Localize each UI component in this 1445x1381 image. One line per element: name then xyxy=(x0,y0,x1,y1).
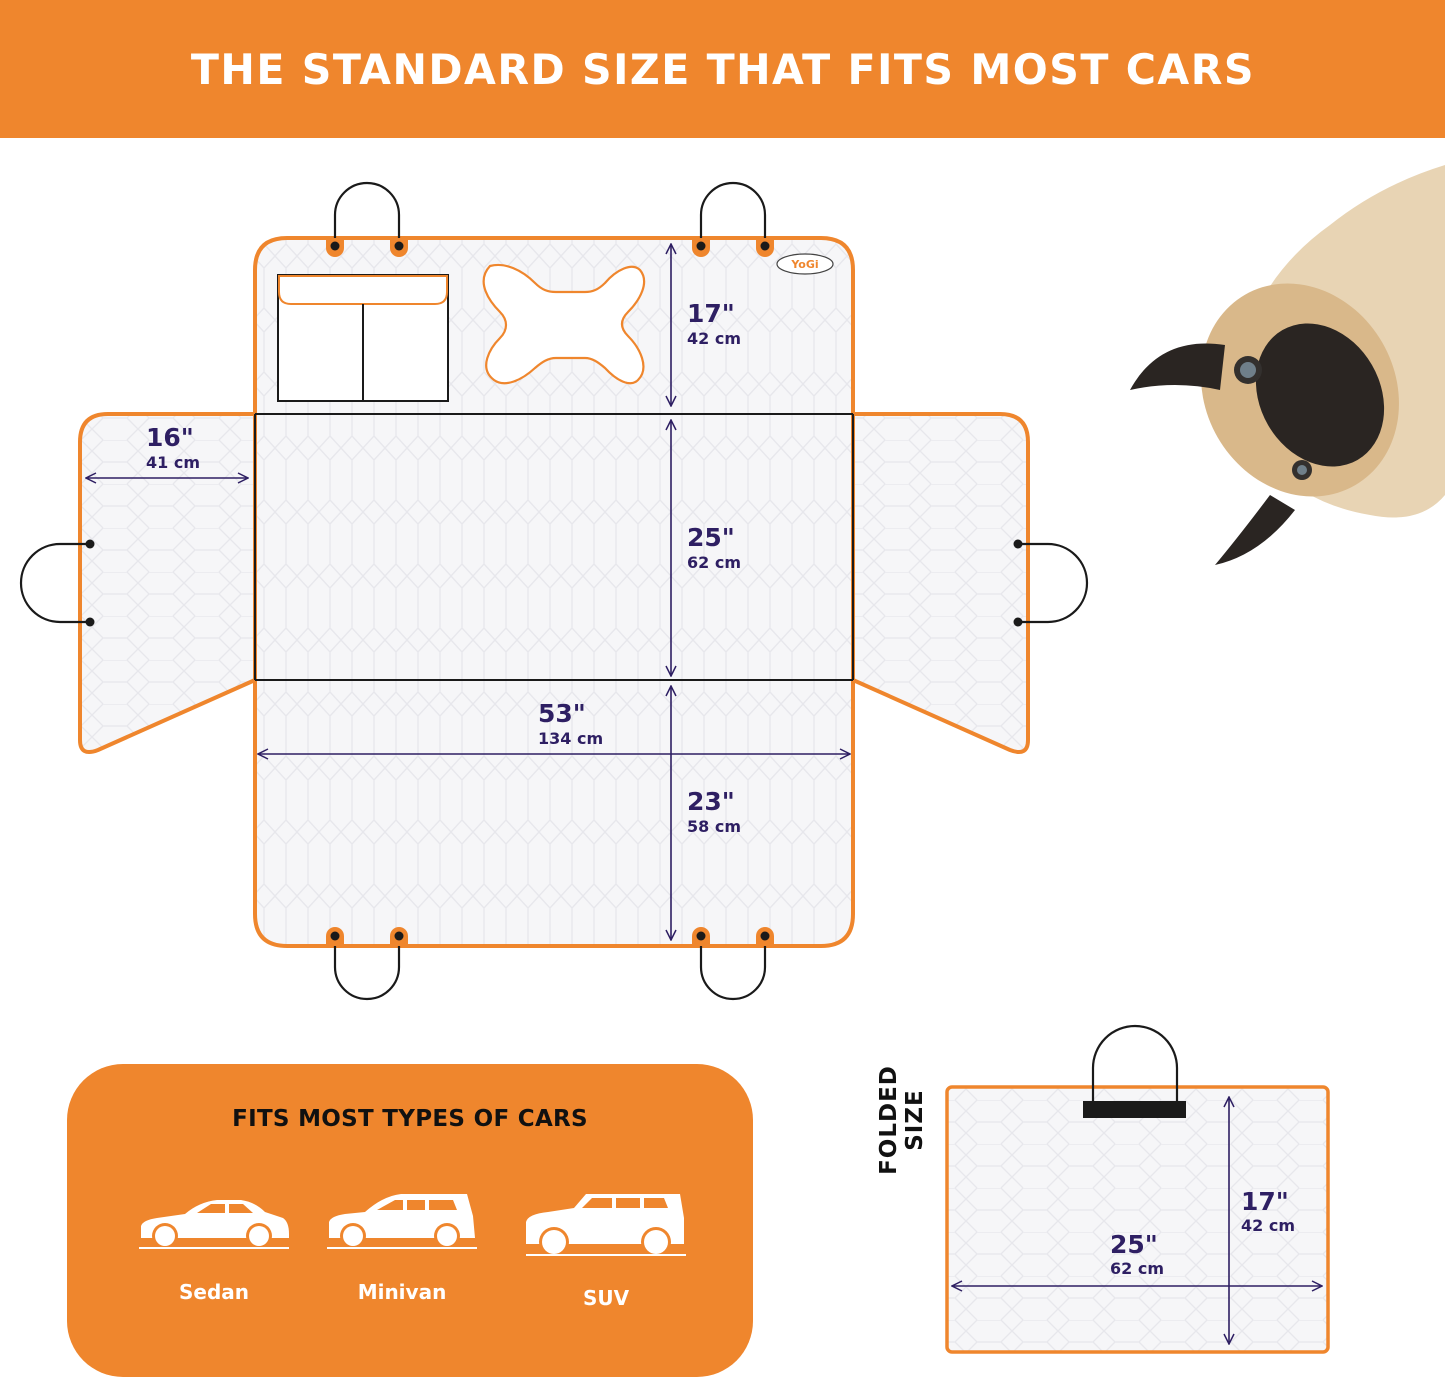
suv-icon xyxy=(526,1194,686,1256)
bone-window-icon xyxy=(482,263,646,385)
storage-pocket-icon xyxy=(277,274,449,402)
sedan-icon xyxy=(139,1200,289,1249)
right-flap-strap-icon xyxy=(1013,539,1089,627)
main-cover-panel xyxy=(253,236,855,948)
minivan-icon xyxy=(327,1194,477,1249)
anchor-strap-right-icon xyxy=(692,927,774,1001)
vehicle-suv: SUV xyxy=(521,1192,691,1310)
car-compatibility-card: FITS MOST TYPES OF CARS Sedan Minivan xyxy=(67,1064,753,1377)
seat-bottom-cm: 58 cm xyxy=(687,817,741,836)
headrest-strap-right-icon xyxy=(692,181,774,257)
seat-bottom-inches: 23" xyxy=(687,787,735,816)
vehicle-label: Minivan xyxy=(357,1280,447,1304)
vehicle-sedan: Sedan xyxy=(129,1192,299,1304)
folded-height-cm: 42 cm xyxy=(1241,1216,1295,1235)
seat-back-inches: 25" xyxy=(687,523,735,552)
folded-width-inches: 25" xyxy=(1110,1230,1158,1259)
total-width-cm: 134 cm xyxy=(538,729,603,748)
left-flap-strap-icon xyxy=(19,539,95,627)
vehicle-label: Sedan xyxy=(178,1280,250,1304)
flap-cm: 41 cm xyxy=(146,453,200,472)
pug-photo xyxy=(1130,165,1445,565)
anchor-strap-left-icon xyxy=(326,927,408,1001)
carry-handle-icon xyxy=(1091,1024,1179,1102)
right-side-flap xyxy=(851,412,1089,754)
vehicle-label: SUV xyxy=(582,1286,630,1310)
folded-height-inches: 17" xyxy=(1241,1187,1289,1216)
header-banner: THE STANDARD SIZE THAT FITS MOST CARS xyxy=(0,0,1445,138)
total-width-inches: 53" xyxy=(538,699,586,728)
headrest-strap-left-icon xyxy=(326,181,408,257)
headrest-inches: 17" xyxy=(687,299,735,328)
svg-text:YoGi: YoGi xyxy=(790,258,818,271)
folded-cover: 17" 42 cm 25" 62 cm xyxy=(945,1024,1330,1354)
vehicle-minivan: Minivan xyxy=(317,1192,487,1304)
folded-width-cm: 62 cm xyxy=(1110,1259,1164,1278)
brand-label: YoGi xyxy=(776,253,834,275)
headrest-cm: 42 cm xyxy=(687,329,741,348)
left-side-flap xyxy=(19,412,257,754)
seat-back-cm: 62 cm xyxy=(687,553,741,572)
flap-inches: 16" xyxy=(146,423,194,452)
folded-size-label: FOLDED SIZE xyxy=(876,1065,928,1175)
compatibility-title: FITS MOST TYPES OF CARS xyxy=(232,1106,588,1132)
page-title: THE STANDARD SIZE THAT FITS MOST CARS xyxy=(190,44,1255,94)
